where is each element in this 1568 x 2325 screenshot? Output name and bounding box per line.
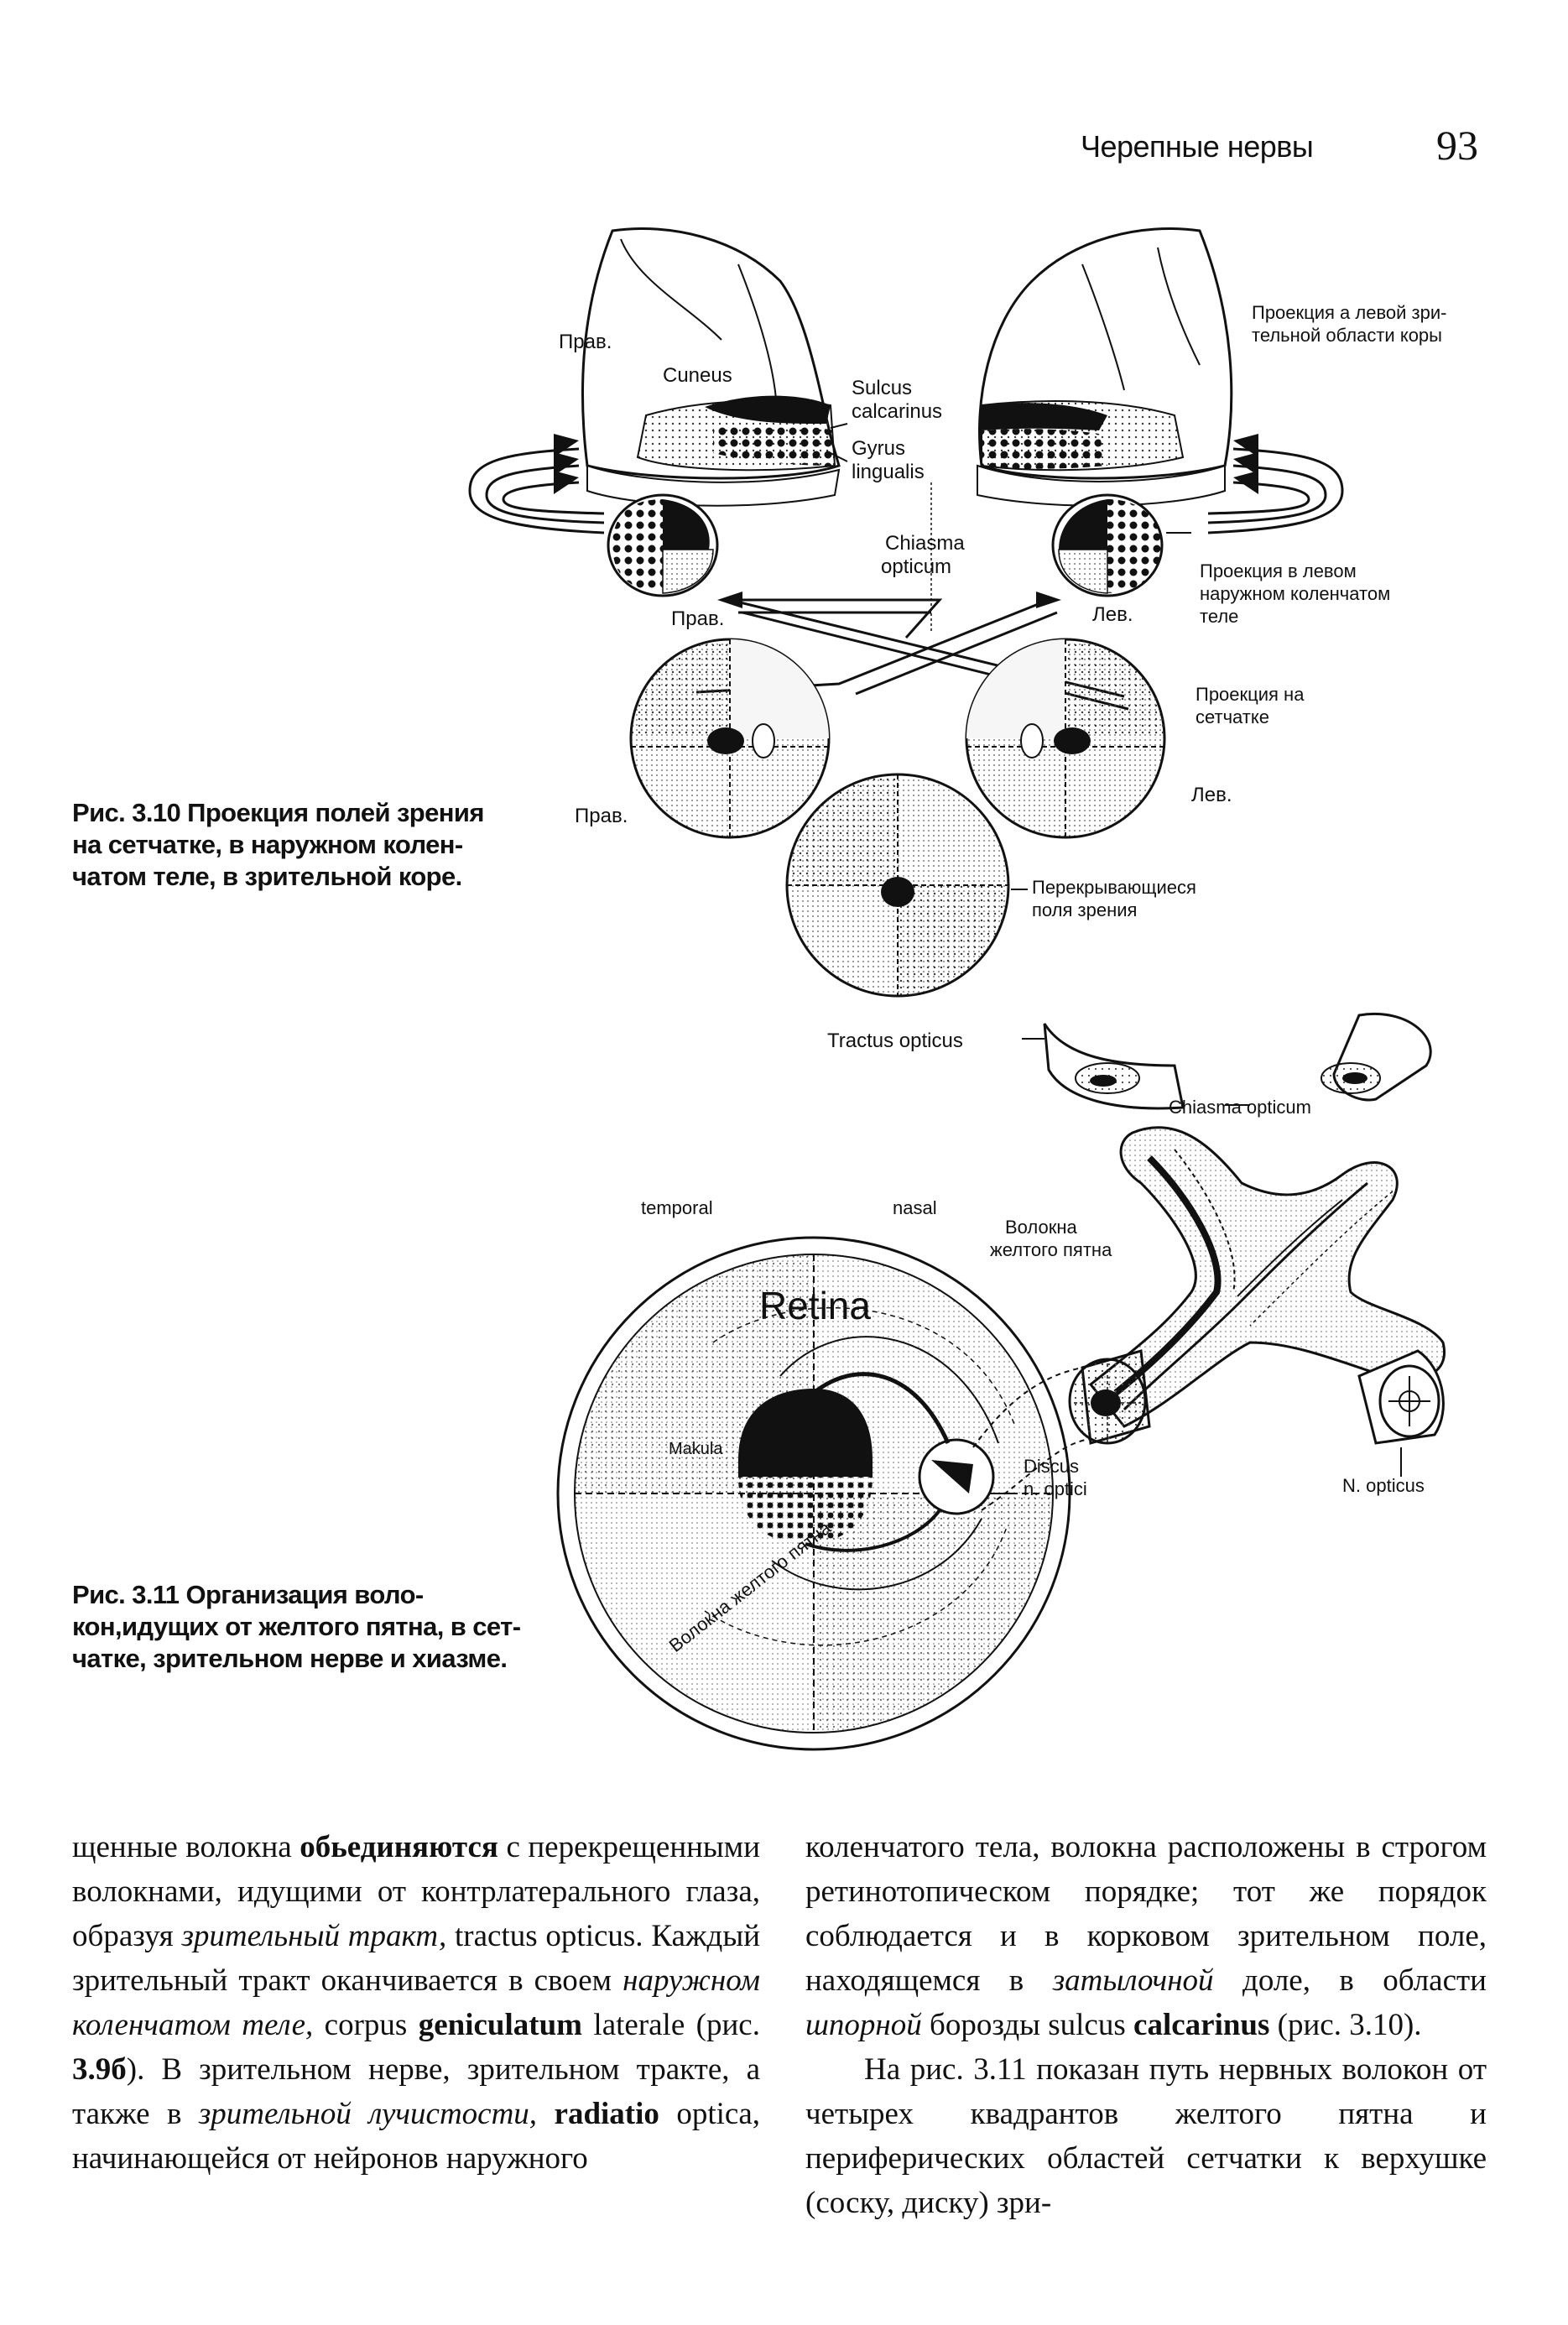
label-fibers-2: желтого пятна xyxy=(990,1239,1112,1260)
label-n-opticus: N. opticus xyxy=(1342,1475,1425,1496)
text-run: борозды sulcus xyxy=(921,2008,1134,2042)
label-discus-1: Discus xyxy=(1024,1456,1079,1477)
figure-3-11-caption: Рис. 3.11 Организация воло- кон,идущих о… xyxy=(72,1579,525,1675)
body-column-left: щенные волокна обьединяются с перекрещен… xyxy=(72,1825,760,2181)
left-retina xyxy=(965,638,1166,839)
label-lingualis: lingualis xyxy=(852,461,925,483)
label-retina: Retina xyxy=(759,1284,871,1327)
label-prav-retina: Прав. xyxy=(575,805,628,827)
text-run: tractus opticus. Каждый зрительный тракт… xyxy=(72,1919,760,1998)
retina-disc xyxy=(556,1236,1071,1751)
text-run: optica, начинающейся от нейронов наружно… xyxy=(72,2097,761,2176)
text-run: corpus xyxy=(313,2008,419,2042)
label-retina-proj-2: сетчатке xyxy=(1196,706,1269,727)
label-chiasma: Chiasma xyxy=(885,532,965,555)
label-gyrus: Gyrus xyxy=(852,437,905,460)
running-title: Черепные нервы xyxy=(1081,129,1314,164)
italic-term: зрительный тракт, xyxy=(181,1919,447,1953)
text-run: (рис. 3.10). xyxy=(1269,2008,1422,2042)
label-prav-cortex: Прав. xyxy=(559,331,612,353)
label-fibers-1: Волокна xyxy=(1005,1217,1078,1238)
optic-chiasm xyxy=(1088,1126,1446,1428)
optic-tracts xyxy=(1043,1013,1432,1110)
text-run: ). В зрительном нерве, зрительном тракте… xyxy=(72,2052,760,2131)
label-lev-lgn: Лев. xyxy=(1092,603,1133,626)
text-run: доле, в области xyxy=(1213,1963,1487,1998)
label-lgn-proj-2: наружном коленчатом xyxy=(1200,583,1390,604)
caption-line: чатке, зрительном нерве и хиазме. xyxy=(72,1644,508,1673)
label-tractus: Tractus opticus xyxy=(827,1030,963,1052)
figure-3-11: Tractus opticus Chiasma opticum temporal… xyxy=(0,1007,1568,1787)
optic-nerve-cross-section xyxy=(1068,1349,1151,1445)
label-temporal: temporal xyxy=(641,1197,713,1218)
left-visual-cortex xyxy=(977,227,1233,507)
bold-term: 3.9б xyxy=(72,2052,127,2087)
label-retina-proj-1: Проекция на xyxy=(1196,684,1305,705)
right-lgn xyxy=(607,493,719,597)
paragraph: коленчатого тела, волокна расположены в … xyxy=(805,1825,1487,2047)
figure-3-10-caption: Рис. 3.10 Проекция полей зрения на сетча… xyxy=(72,797,492,893)
text-run xyxy=(537,2097,554,2131)
paragraph: щенные волокна обьединяются с перекрещен… xyxy=(72,1825,760,2181)
left-lgn xyxy=(1051,493,1164,597)
label-cortex-proj-2: тельной области коры xyxy=(1252,325,1442,346)
optic-nerve-distal xyxy=(1357,1349,1445,1445)
label-lgn-proj-3: теле xyxy=(1200,606,1238,627)
radiation-arrowheads xyxy=(554,434,1258,494)
label-lev-retina: Лев. xyxy=(1191,784,1232,806)
label-chiasma-2: Chiasma opticum xyxy=(1169,1097,1311,1118)
caption-line: чатом теле, в зрительной коре. xyxy=(72,862,462,891)
text-run: с перекрещенными волокнами, идущими от к… xyxy=(72,1830,760,1953)
caption-line: кон,идущих от желтого пятна, в сет- xyxy=(72,1612,521,1641)
bold-term: calcarinus xyxy=(1133,2008,1270,2042)
caption-line: Рис. 3.10 Проекция полей зрения xyxy=(72,798,484,827)
label-cortex-proj-1: Проекция а левой зри- xyxy=(1252,302,1447,323)
label-calcarinus: calcarinus xyxy=(852,400,942,423)
label-lgn-proj-1: Проекция в левом xyxy=(1200,560,1357,581)
label-prav-lgn: Прав. xyxy=(671,607,724,630)
right-retina xyxy=(629,638,831,839)
label-makula: Makula xyxy=(669,1440,723,1458)
italic-term: зрительной лучистости, xyxy=(198,2097,538,2131)
caption-line: на сетчатке, в наружном колен- xyxy=(72,830,463,859)
label-nasal: nasal xyxy=(893,1197,937,1218)
label-cuneus: Cuneus xyxy=(663,364,732,387)
paragraph: На рис. 3.11 показан путь нервных волоко… xyxy=(805,2052,1487,2220)
figure-3-10: Прав. Cuneus Sulcus calcarinus Gyrus lin… xyxy=(0,214,1568,1003)
bold-term: обьединяются xyxy=(300,1830,498,1864)
label-discus-2: n. optici xyxy=(1024,1478,1087,1499)
text-run: щенные волокна xyxy=(72,1830,300,1864)
bold-term: geniculatum xyxy=(418,2008,582,2042)
disc-to-nerve-lines xyxy=(972,1367,1091,1511)
italic-term: наружном коленчатом теле, xyxy=(72,1963,760,2042)
visual-field-projection-diagram: Прав. Cuneus Sulcus calcarinus Gyrus lin… xyxy=(468,227,1447,998)
italic-term: шпорной xyxy=(805,2008,922,2042)
bold-term: radiatio xyxy=(554,2097,659,2131)
label-overlap-2: поля зрения xyxy=(1032,899,1137,920)
tract-arrowheads xyxy=(717,592,1061,608)
label-opticum: opticum xyxy=(881,555,951,578)
label-overlap-1: Перекрывающиеся xyxy=(1032,877,1196,898)
leader-lines xyxy=(830,423,1191,890)
italic-term: затылочной xyxy=(1052,1963,1214,1998)
macular-fiber-diagram: Tractus opticus Chiasma opticum temporal… xyxy=(556,1013,1446,1751)
overlapping-visual-fields xyxy=(785,773,1010,998)
text-run: laterale (рис. xyxy=(582,2008,760,2042)
body-column-right: коленчатого тела, волокна расположены в … xyxy=(805,1825,1487,2225)
caption-line: Рис. 3.11 Организация воло- xyxy=(72,1580,424,1609)
leader-lines-2 xyxy=(758,1038,1402,1494)
label-sulcus: Sulcus xyxy=(852,377,912,399)
optic-radiation-arcs xyxy=(468,447,1344,534)
page-number: 93 xyxy=(1436,122,1478,169)
page-header: Черепные нервы 93 xyxy=(0,117,1568,176)
text-run: коленчатого тела, волокна расположены в … xyxy=(805,1830,1487,1998)
